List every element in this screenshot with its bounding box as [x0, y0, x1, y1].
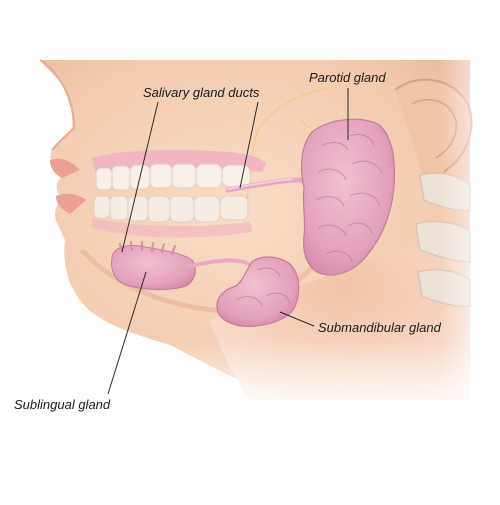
parotid-gland [301, 118, 396, 276]
lower-gum [92, 218, 252, 238]
parotid-lobules [315, 133, 383, 263]
label-submandibular-gland: Submandibular gland [318, 320, 441, 335]
parotid-duct-highlight [227, 178, 293, 190]
lower-lip [56, 193, 86, 214]
nose [39, 59, 76, 151]
submandibular-lobules [235, 267, 291, 307]
leader-submandibular [279, 311, 315, 327]
upper-lip [50, 158, 80, 178]
right-fade [440, 60, 500, 420]
label-parotid-gland: Parotid gland [309, 70, 386, 85]
leader-ducts-right [239, 101, 259, 189]
sublingual-ducts [119, 241, 176, 255]
upper-teeth [95, 163, 251, 191]
leader-sublingual [107, 271, 147, 395]
bottom-fade [0, 340, 500, 420]
lower-teeth [93, 195, 249, 223]
leader-ducts-left [121, 101, 159, 253]
label-sublingual-gland: Sublingual gland [14, 397, 111, 412]
label-salivary-gland-ducts: Salivary gland ducts [143, 85, 260, 100]
submandibular-gland [216, 256, 300, 327]
sublingual-gland [111, 245, 196, 291]
leader-lines [107, 88, 349, 395]
